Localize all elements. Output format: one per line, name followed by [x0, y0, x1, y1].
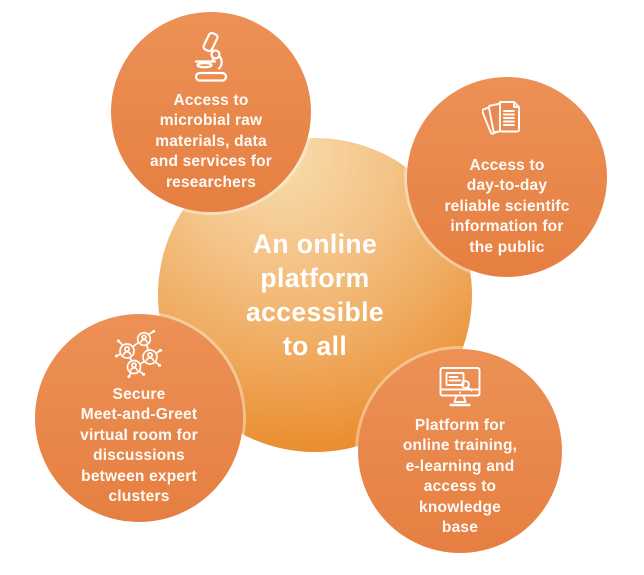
documents-icon — [482, 96, 532, 150]
node-label: Access to day-to-day reliable scientifc … — [444, 156, 570, 256]
center-title: An online platform accessible to all — [245, 229, 385, 361]
node-label: Platform for online training, e-learning… — [402, 416, 518, 537]
node-researcher-access: Access to microbial raw materials, data … — [111, 12, 311, 212]
node-label: Secure Meet-and-Greet virtual room for d… — [80, 385, 198, 506]
node-public-information: Access to day-to-day reliable scientifc … — [407, 77, 607, 277]
node-label: Access to microbial raw materials, data … — [149, 91, 273, 191]
people-network-icon — [113, 329, 165, 379]
microscope-icon — [188, 31, 234, 85]
node-training-knowledge-base: Platform for online training, e-learning… — [358, 349, 562, 553]
node-expert-meeting-room: Secure Meet-and-Greet virtual room for d… — [35, 314, 243, 522]
monitor-learning-icon — [436, 364, 484, 410]
